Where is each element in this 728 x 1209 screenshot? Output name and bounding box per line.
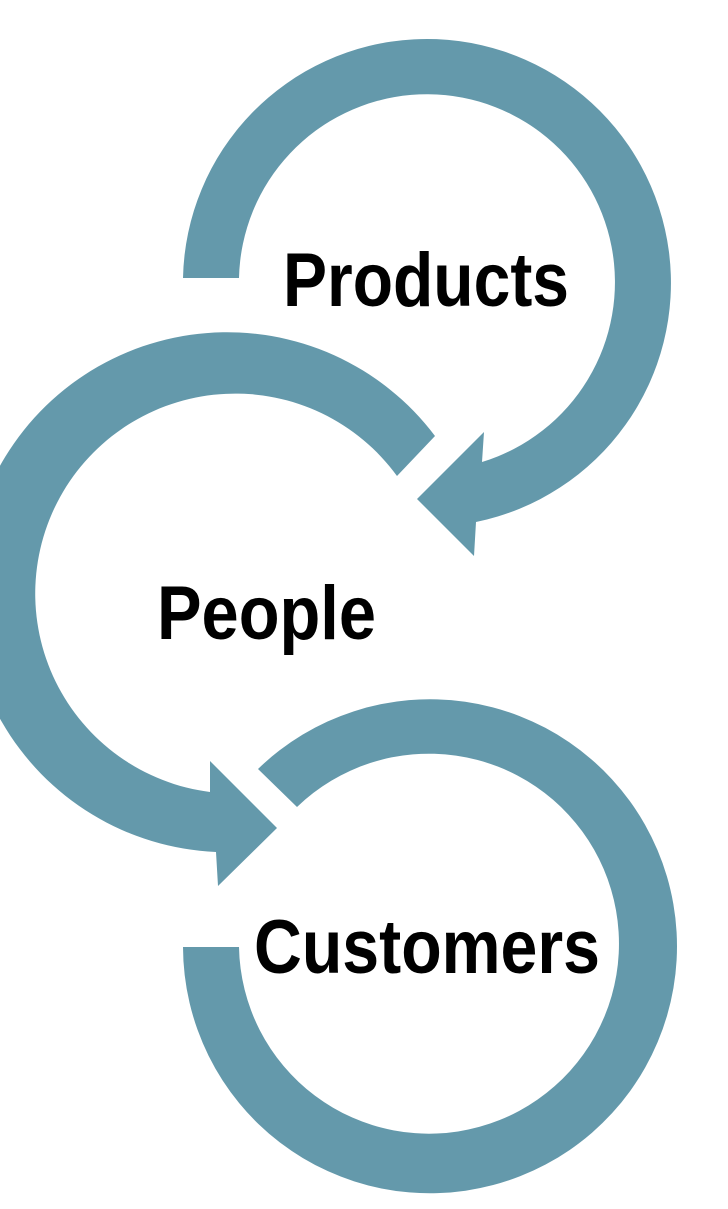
people-label: People bbox=[157, 571, 376, 656]
customers-label: Customers bbox=[254, 905, 600, 990]
people-arc bbox=[0, 332, 435, 886]
products-arc bbox=[183, 38, 671, 556]
products-label: Products bbox=[283, 238, 569, 323]
